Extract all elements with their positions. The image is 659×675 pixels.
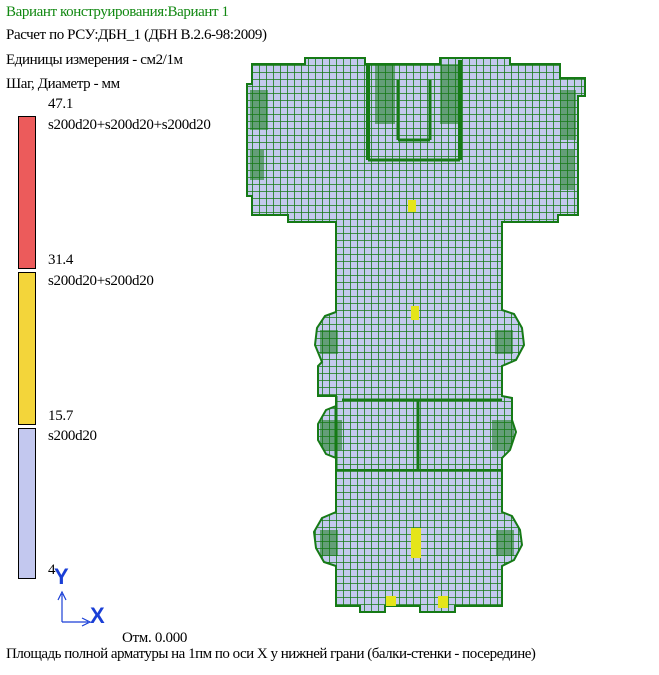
dense-mesh-zone: [250, 150, 264, 180]
dense-mesh-zone: [320, 330, 338, 354]
legend-value-min: 4: [48, 562, 56, 578]
dense-mesh-zone: [320, 530, 338, 556]
slab-details: [250, 60, 576, 608]
caption: Площадь полной арматуры на 1пм по оси X …: [6, 646, 536, 662]
legend-label-high: s200d20+s200d20+s200d20: [48, 117, 211, 133]
units-label: Единицы измерения - см2/1м: [6, 52, 183, 68]
legend-bar-low: [18, 428, 36, 579]
legend-value-mid: 31.4: [48, 252, 74, 268]
y-axis-label: Y: [54, 564, 69, 589]
y-axis-arrowhead: [57, 590, 67, 601]
axis-indicator: [57, 590, 92, 627]
legend-bar-mid: [18, 272, 36, 425]
legend-bar-high: [18, 116, 36, 269]
dense-mesh-zone: [560, 150, 574, 190]
dense-mesh-zone: [495, 330, 513, 354]
dense-mesh-zone: [496, 530, 514, 556]
legend-label-mid: s200d20+s200d20: [48, 273, 154, 289]
step-label: Шаг, Диаметр - мм: [6, 76, 120, 92]
calc-title: Расчет по РСУ:ДБН_1 (ДБН В.2.6-98:2009): [6, 27, 267, 43]
legend-value-low: 15.7: [48, 408, 74, 424]
dense-mesh-zone: [320, 420, 342, 450]
dense-mesh-zone: [250, 90, 268, 130]
dense-mesh-zone: [375, 64, 395, 124]
slab-outline: [246, 57, 586, 613]
dense-mesh-zone: [440, 64, 460, 124]
variant-title: Вариант конструирования:Вариант 1: [6, 4, 229, 20]
elevation-label: Отм. 0.000: [122, 630, 188, 646]
yellow-zone: [386, 596, 396, 608]
yellow-zone: [411, 306, 419, 320]
yellow-zone: [408, 200, 416, 212]
legend-label-low: s200d20: [48, 428, 97, 444]
yellow-zone: [411, 528, 421, 558]
x-axis-arrowhead: [81, 617, 92, 627]
yellow-zone: [438, 596, 448, 608]
x-axis-label: X: [90, 603, 105, 628]
dense-mesh-zone: [492, 420, 514, 450]
dense-mesh-zone: [560, 90, 576, 140]
legend-value-max: 47.1: [48, 96, 74, 112]
